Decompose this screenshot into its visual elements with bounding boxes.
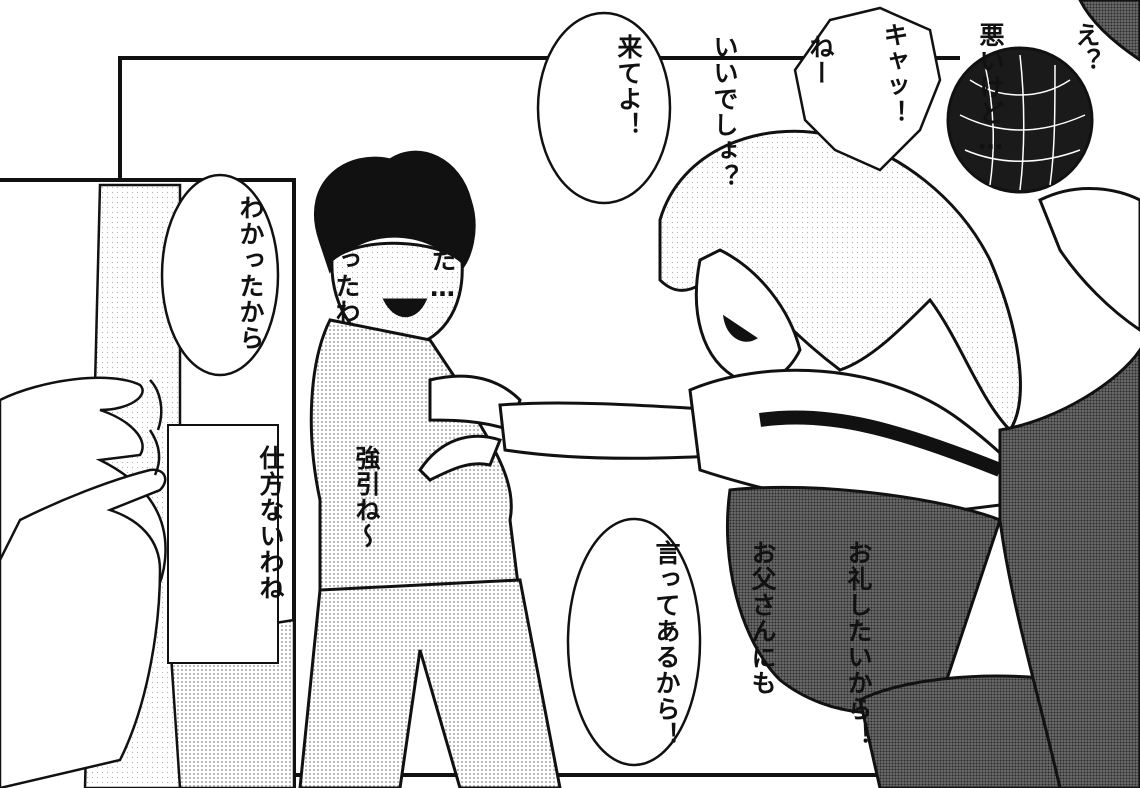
balloon-line: いたた… [428, 195, 457, 303]
caption-box-shape [167, 424, 279, 664]
girl-illustration [498, 0, 1140, 788]
caption-box: 強引ね～ 仕方ないわね [190, 445, 446, 655]
balloon-line: お父さんにも [748, 540, 777, 696]
speech-balloon-girl: え？ 悪いけど… キャッ！ [814, 22, 1140, 156]
speech-balloon-thanks: お礼したいから！ お父さんにも 言ってあるから！ [586, 540, 938, 760]
balloon-line: お礼したいから！ [844, 540, 873, 748]
speech-balloon-shapes [160, 6, 942, 767]
caption-line: 強引ね～ [352, 445, 381, 549]
balloon-line: いいでしょ？ [710, 34, 739, 190]
speech-balloon-boy: ねー いいでしょ？ 来てよ！ [548, 34, 900, 194]
balloon-line: わかったわ [332, 195, 361, 325]
balloon-line: 言ってあるから！ [652, 540, 681, 748]
caption-line: 仕方ないわね [256, 445, 285, 601]
balloon-line: え？ [1072, 22, 1101, 74]
balloon-line: ねー [806, 34, 835, 86]
balloon-line: 来てよ！ [614, 34, 643, 138]
speech-balloon-hurt: いたた… わかったわ わかったから [170, 195, 522, 365]
balloon-line: 悪いけど… [976, 22, 1005, 156]
balloon-line: わかったから [236, 195, 265, 351]
boy-illustration [298, 150, 562, 788]
balloon-line: キャッ！ [880, 22, 909, 126]
